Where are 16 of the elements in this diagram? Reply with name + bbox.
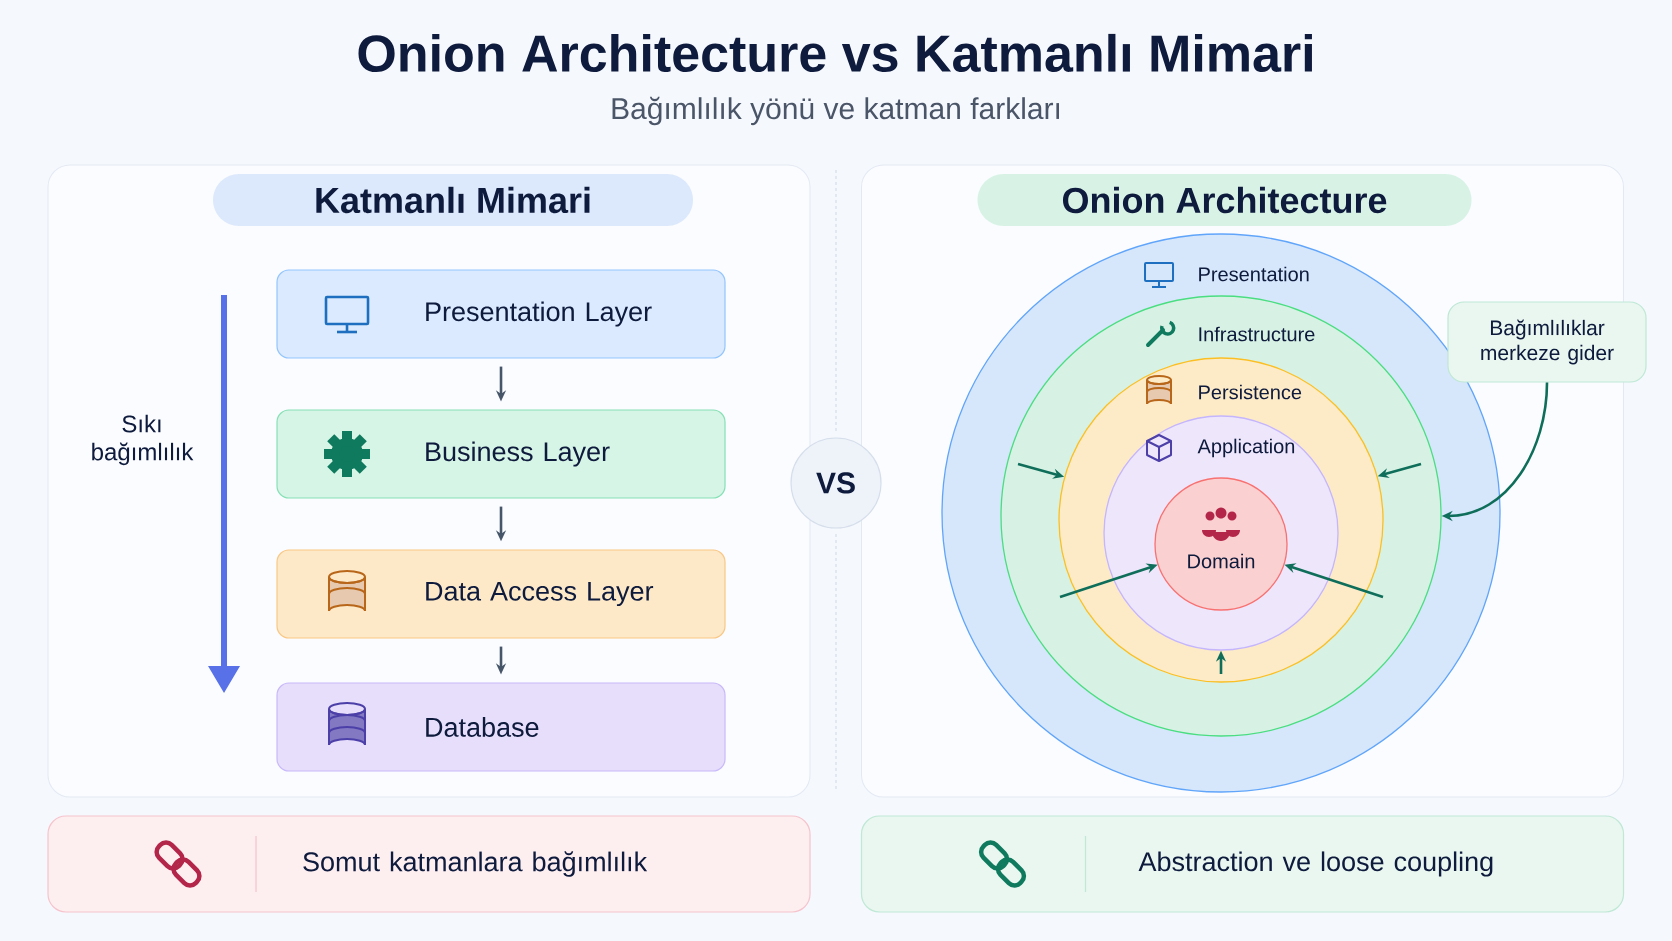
summary-bar: Somut katmanlara bağımlılık: [47, 815, 811, 913]
subtitle: Bağımlılık yönü ve katman farkları: [612, 96, 1059, 126]
layer-box: Database: [276, 682, 726, 772]
layer-box: Data Access Layer: [276, 549, 726, 639]
callout-box: Bağımlılıklar merkeze gider: [1447, 301, 1647, 383]
ring-label: Presentation: [1199, 266, 1309, 282]
ring-label: Persistence: [1199, 384, 1302, 400]
ring-label: Application: [1197, 438, 1295, 458]
layer-box: Presentation Layer: [276, 269, 726, 359]
ring-label: Domain: [1188, 553, 1255, 569]
ring-label: Infrastructure: [1199, 326, 1315, 342]
vs-badge: VS: [790, 437, 882, 529]
side-label: Sıkı bağımlılık: [92, 414, 194, 466]
layer-box: Business Layer: [276, 409, 726, 499]
summary-bar: Abstraction ve loose coupling: [860, 815, 1625, 913]
title: Onion Architecture vs Katmanlı Mimari: [358, 33, 1312, 73]
